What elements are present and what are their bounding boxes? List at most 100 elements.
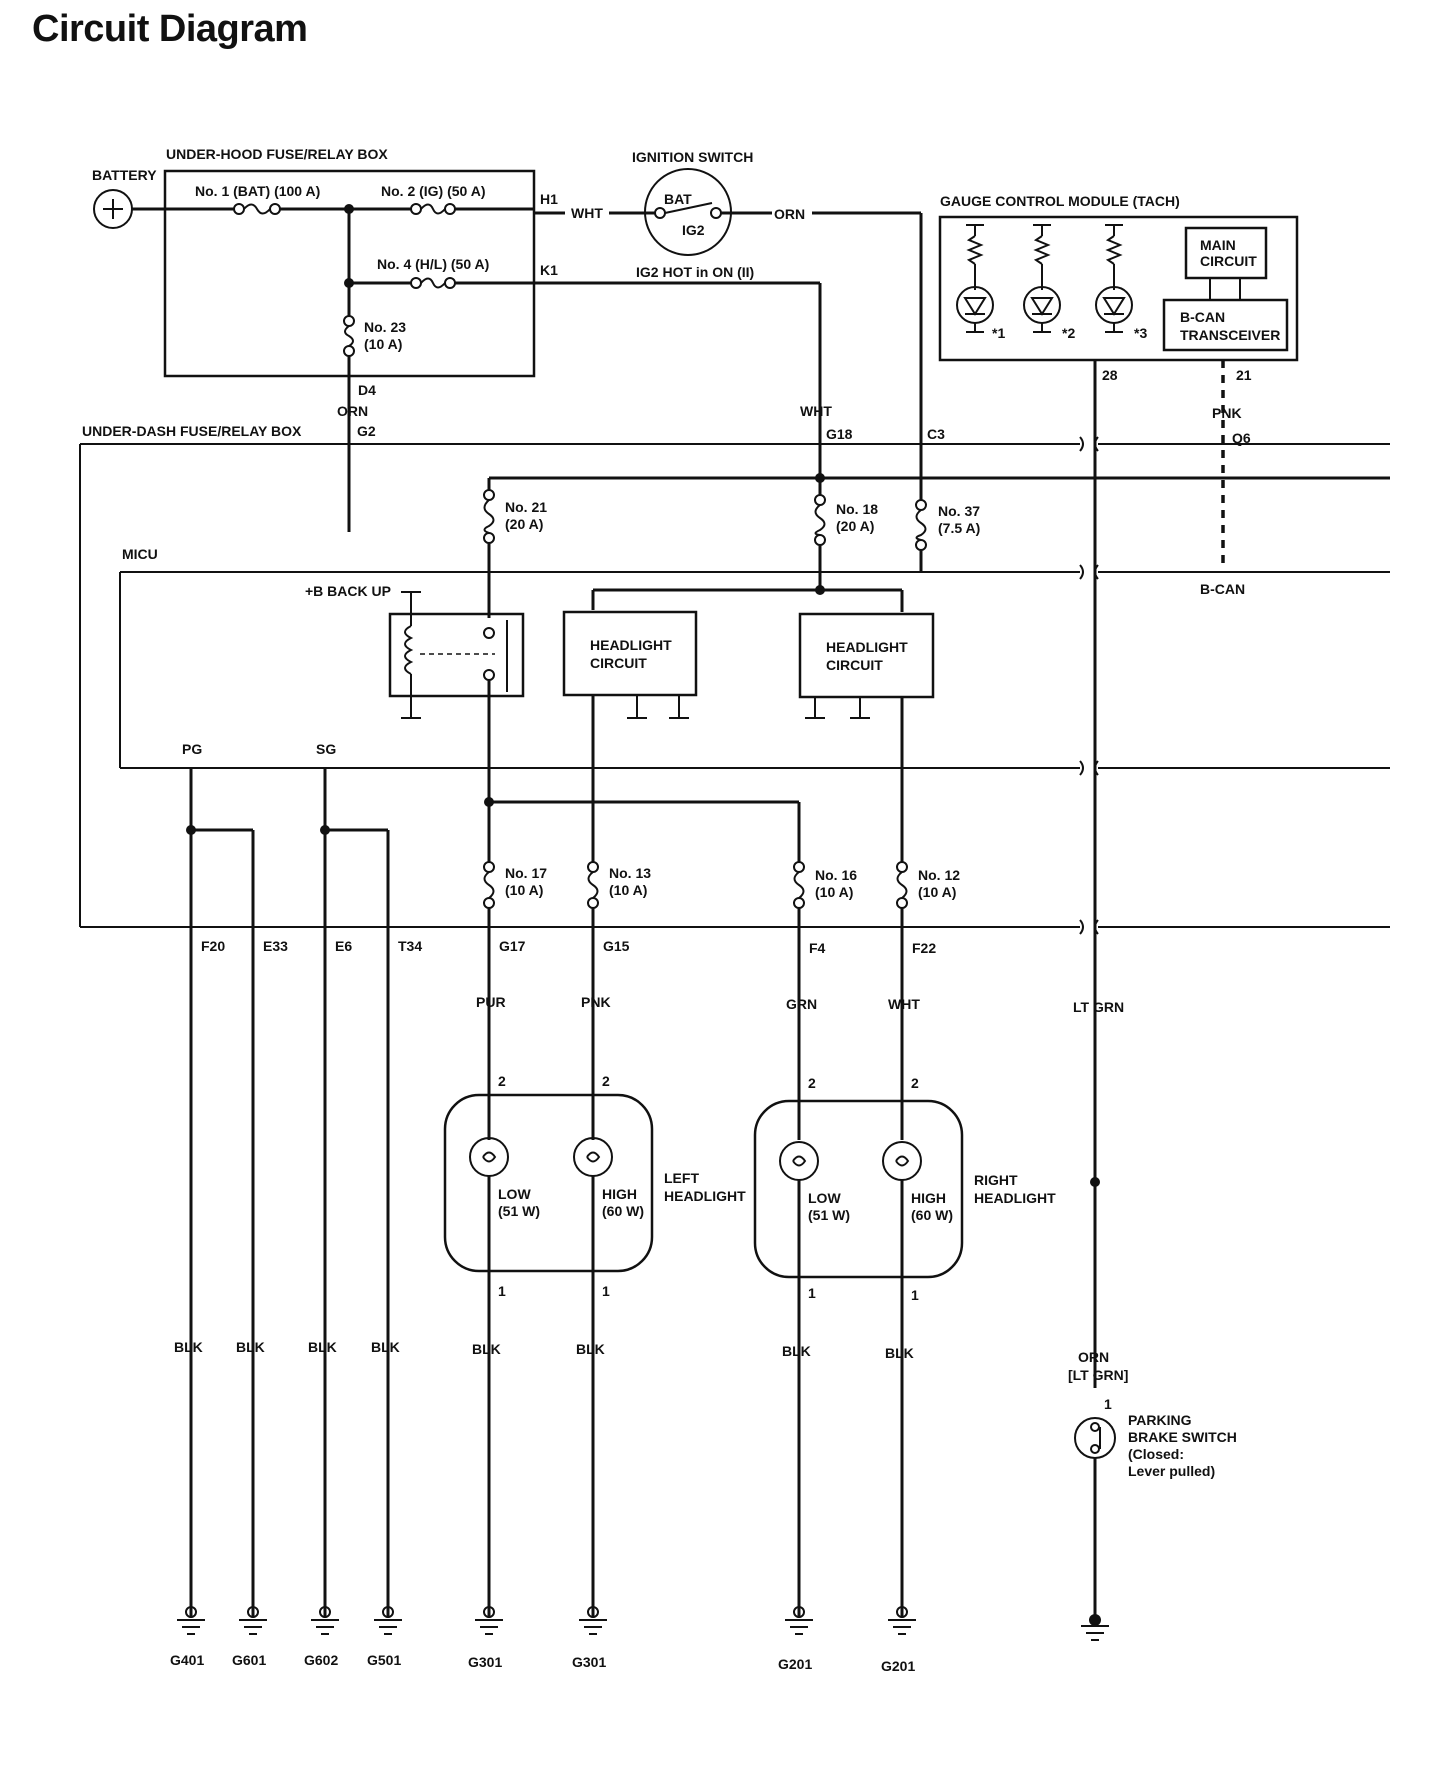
gauge-leds xyxy=(956,224,1133,333)
fuse-no4 xyxy=(410,277,456,289)
fuse-no13-label-a: No. 13 xyxy=(609,865,651,881)
ground-symbols xyxy=(177,1606,1109,1641)
fuse-no37-label-a: No. 37 xyxy=(938,503,980,519)
left-headlight-label-a: LEFT xyxy=(664,1170,699,1186)
gauge-control-module xyxy=(938,215,1299,362)
conn-c3: C3 xyxy=(927,426,945,442)
ig2-note: IG2 HOT in ON (II) xyxy=(636,264,754,280)
fuse-no16 xyxy=(793,861,805,909)
wire-wht-h1: WHT xyxy=(571,205,603,221)
headlight-circuit-2-terminals xyxy=(805,697,904,862)
parking-brake-label-a: PARKING xyxy=(1128,1412,1192,1428)
pin-1-a: 1 xyxy=(498,1283,506,1299)
led-note-3: *3 xyxy=(1134,325,1147,341)
right-headlight-label-a: RIGHT xyxy=(974,1172,1018,1188)
fuse-no4-label: No. 4 (H/L) (50 A) xyxy=(377,256,489,272)
headlight-circuit-1-label-a: HEADLIGHT xyxy=(590,637,672,653)
terminal-h1: H1 xyxy=(540,191,558,207)
under-dash-box-outline xyxy=(79,436,1390,935)
fuse-no23-label-a: No. 23 xyxy=(364,319,406,335)
right-high-watt: (60 W) xyxy=(911,1207,953,1223)
bcan-label: B-CAN xyxy=(1200,581,1245,597)
wire-orn-ign: ORN xyxy=(774,206,805,222)
pin-1-d: 1 xyxy=(911,1287,919,1303)
left-high-bulb xyxy=(573,1137,613,1177)
left-low-watt: (51 W) xyxy=(498,1203,540,1219)
conn-g18: G18 xyxy=(826,426,853,442)
sg-label: SG xyxy=(316,741,336,757)
wire-blk-4: BLK xyxy=(371,1339,400,1355)
right-low-bulb xyxy=(779,1141,819,1181)
conn-g2: G2 xyxy=(357,423,376,439)
b-backup-label: +B BACK UP xyxy=(305,583,391,599)
led-note-2: *2 xyxy=(1062,325,1075,341)
left-high-label: HIGH xyxy=(602,1186,637,1202)
fuse-no18 xyxy=(814,494,826,546)
ground-g601: G601 xyxy=(232,1652,266,1668)
terminal-d4: D4 xyxy=(358,382,376,398)
pin-28: 28 xyxy=(1102,367,1118,383)
pin-1-b: 1 xyxy=(602,1283,610,1299)
pin-2-c: 2 xyxy=(808,1075,816,1091)
bcan-transceiver-box xyxy=(1162,298,1289,352)
left-low-label: LOW xyxy=(498,1186,531,1202)
ground-g301-b: G301 xyxy=(572,1654,606,1670)
conn-g15: G15 xyxy=(603,938,630,954)
wire-pur: PUR xyxy=(476,994,506,1010)
main-circuit-box xyxy=(1184,226,1268,280)
battery-symbol xyxy=(93,189,133,229)
main-circuit-label-a: MAIN xyxy=(1200,237,1236,253)
conn-e6: E6 xyxy=(335,938,352,954)
fuse-no2 xyxy=(410,203,456,215)
fuse-no21 xyxy=(483,489,495,544)
headlight-circuit-2-label-b: CIRCUIT xyxy=(826,657,883,673)
fuse-no21-label-b: (20 A) xyxy=(505,516,543,532)
fuse-no21-label-a: No. 21 xyxy=(505,499,547,515)
headlight-circuit-1-label-b: CIRCUIT xyxy=(590,655,647,671)
headlight-circuit-2-box xyxy=(798,612,935,699)
fuse-no12-label-b: (10 A) xyxy=(918,884,956,900)
wire-blk-2: BLK xyxy=(236,1339,265,1355)
right-low-label: LOW xyxy=(808,1190,841,1206)
wire-grn: GRN xyxy=(786,996,817,1012)
wire-pnk: PNK xyxy=(581,994,611,1010)
fuse-no1-label: No. 1 (BAT) (100 A) xyxy=(195,183,320,199)
bcan-transceiver-label-b: TRANSCEIVER xyxy=(1180,327,1280,343)
fuse-no16-label-a: No. 16 xyxy=(815,867,857,883)
fuse-no16-label-b: (10 A) xyxy=(815,884,853,900)
under-hood-wiring xyxy=(132,207,820,532)
pin-1-c: 1 xyxy=(808,1285,816,1301)
wire-ltgrn-brake: [LT GRN] xyxy=(1068,1367,1128,1383)
headlight-circuit-2-label-a: HEADLIGHT xyxy=(826,639,908,655)
wire-wht-k1: WHT xyxy=(800,403,832,419)
wire-wht: WHT xyxy=(888,996,920,1012)
left-headlight-box xyxy=(443,1093,654,1273)
right-headlight-box xyxy=(753,1099,964,1279)
fuse-no17 xyxy=(483,861,495,909)
battery-label: BATTERY xyxy=(92,167,157,183)
parking-brake-label-d: Lever pulled) xyxy=(1128,1463,1215,1479)
fuse-no12-label-a: No. 12 xyxy=(918,867,960,883)
terminal-k1: K1 xyxy=(540,262,558,278)
fuse-no37 xyxy=(915,499,927,551)
right-headlight-label-b: HEADLIGHT xyxy=(974,1190,1056,1206)
left-low-bulb xyxy=(469,1137,509,1177)
parking-brake-label-b: BRAKE SWITCH xyxy=(1128,1429,1237,1445)
conn-f22: F22 xyxy=(912,940,936,956)
main-circuit-label-b: CIRCUIT xyxy=(1200,253,1257,269)
ground-g301-a: G301 xyxy=(468,1654,502,1670)
pg-label: PG xyxy=(182,741,202,757)
led-note-1: *1 xyxy=(992,325,1005,341)
wire-blk-7: BLK xyxy=(782,1343,811,1359)
wire-orn-brake: ORN xyxy=(1078,1349,1109,1365)
fuse-no18-label-a: No. 18 xyxy=(836,501,878,517)
parking-brake-switch xyxy=(1074,1417,1116,1459)
wire-ltgrn: LT GRN xyxy=(1073,999,1124,1015)
pin-1-brake: 1 xyxy=(1104,1396,1112,1412)
conn-f4: F4 xyxy=(809,940,826,956)
conn-t34: T34 xyxy=(398,938,422,954)
wire-blk-3: BLK xyxy=(308,1339,337,1355)
ground-g401: G401 xyxy=(170,1652,204,1668)
conn-e33: E33 xyxy=(263,938,288,954)
